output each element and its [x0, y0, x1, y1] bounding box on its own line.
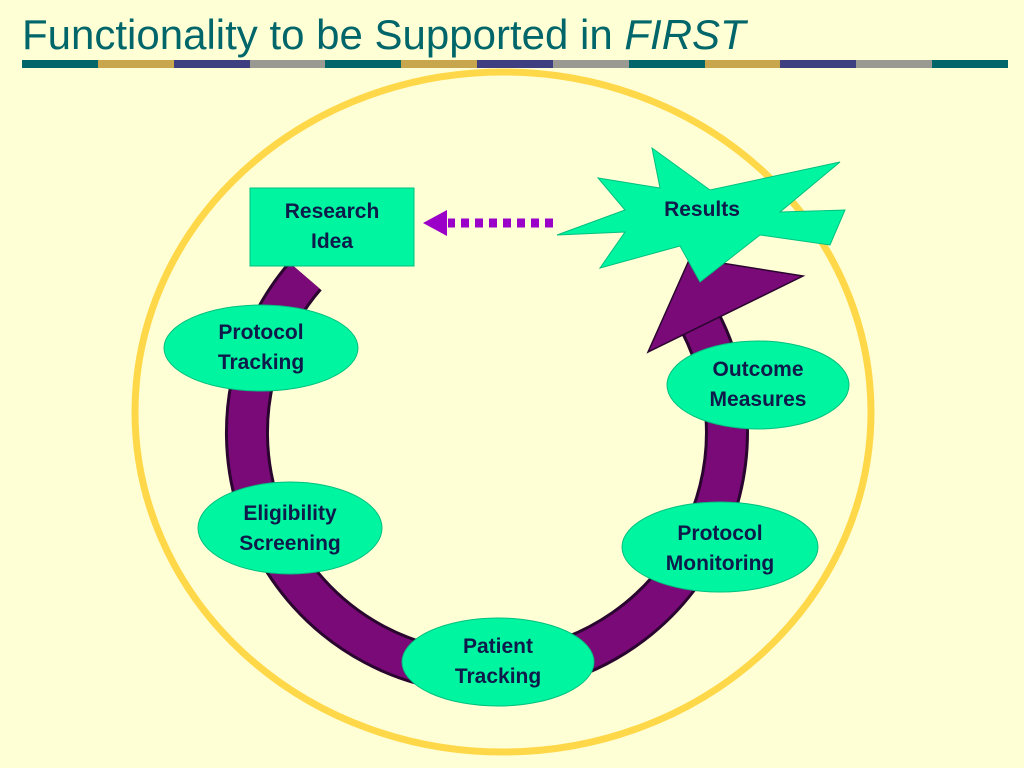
eligibility-screening-line1: Eligibility [243, 502, 337, 525]
slide-title-text: Functionality to be Supported in [22, 11, 625, 58]
slide-title-emphasis: FIRST [624, 11, 746, 58]
eligibility-screening-label: Eligibility Screening [198, 484, 382, 574]
research-idea-line2: Idea [310, 230, 354, 253]
slide-title: Functionality to be Supported in FIRST [22, 11, 746, 58]
protocol-monitoring-line1: Protocol [677, 522, 763, 545]
results-line1: Results [664, 198, 740, 221]
patient-tracking-label: Patient Tracking [402, 618, 594, 706]
eligibility-screening-node [197, 481, 383, 575]
protocol-tracking-node [163, 304, 359, 392]
protocol-monitoring-line2: Monitoring [665, 552, 775, 575]
protocol-monitoring-label: Protocol Monitoring [622, 505, 818, 593]
protocol-tracking-line2: Tracking [217, 351, 305, 374]
patient-tracking-node [401, 617, 595, 707]
patient-tracking-line1: Patient [462, 635, 533, 658]
research-idea-box [249, 187, 415, 267]
feedback-arrowhead [423, 210, 447, 236]
outcome-measures-node [666, 340, 850, 430]
research-idea-label: Research Idea [250, 188, 414, 266]
outcome-measures-line2: Measures [709, 388, 807, 411]
research-idea-line1: Research [284, 200, 380, 223]
protocol-tracking-label: Protocol Tracking [164, 305, 358, 391]
outer-circle [131, 68, 875, 756]
protocol-tracking-line1: Protocol [218, 321, 304, 344]
outcome-measures-line1: Outcome [712, 358, 804, 381]
protocol-monitoring-node [621, 501, 819, 593]
cycle-arrowhead [646, 257, 806, 354]
outcome-measures-label: Outcome Measures [667, 341, 849, 429]
title-divider-stripe [22, 60, 1008, 68]
results-starburst [556, 146, 846, 283]
patient-tracking-line2: Tracking [454, 665, 542, 688]
eligibility-screening-line2: Screening [239, 532, 341, 555]
results-label: Results [630, 192, 774, 228]
